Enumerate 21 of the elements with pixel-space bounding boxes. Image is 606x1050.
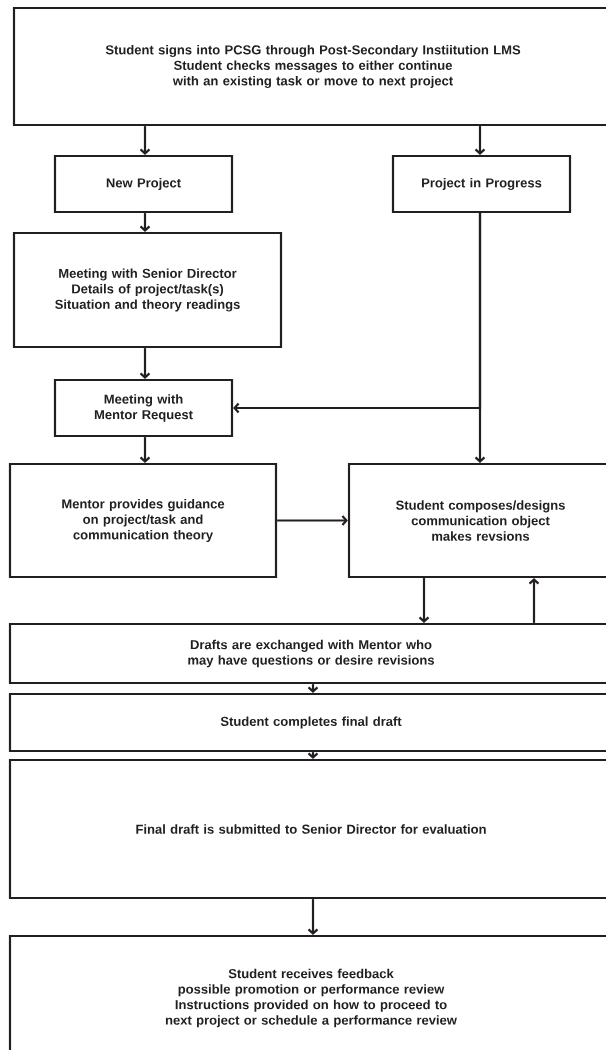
arrow [474, 213, 486, 463]
process-box: Meeting with Mentor Request [53, 378, 234, 438]
arrow [139, 126, 151, 155]
process-box: Student signs into PCSG through Post-Secondary Instiitution LMS Student checks messages to either continue with an existing task or move to next project [12, 6, 606, 127]
arrow [418, 578, 430, 623]
process-box: New Project [53, 154, 234, 214]
arrow [277, 515, 348, 526]
process-box: Student receives feedback possible promotion or performance review Instructions provided on how to proceed to next project or schedule a performance review [8, 934, 606, 1050]
arrow [139, 213, 151, 232]
process-box: Meeting with Senior Director Details of project/task(s) Situation and theory readings [12, 231, 283, 349]
arrow [139, 437, 151, 463]
process-box: Final draft is submitted to Senior Director for evaluation [8, 758, 606, 900]
arrow [307, 899, 319, 935]
process-box: Project in Progress [391, 154, 572, 214]
process-box: Student composes/designs communication object makes revsions [347, 462, 606, 579]
arrow [474, 126, 486, 155]
process-box: Mentor provides guidance on project/task and communication theory [8, 462, 278, 579]
process-box: Drafts are exchanged with Mentor who may have questions or desire revisions [8, 622, 606, 685]
arrow [139, 348, 151, 379]
process-box: Student completes final draft [8, 692, 606, 753]
arrow [528, 578, 540, 623]
